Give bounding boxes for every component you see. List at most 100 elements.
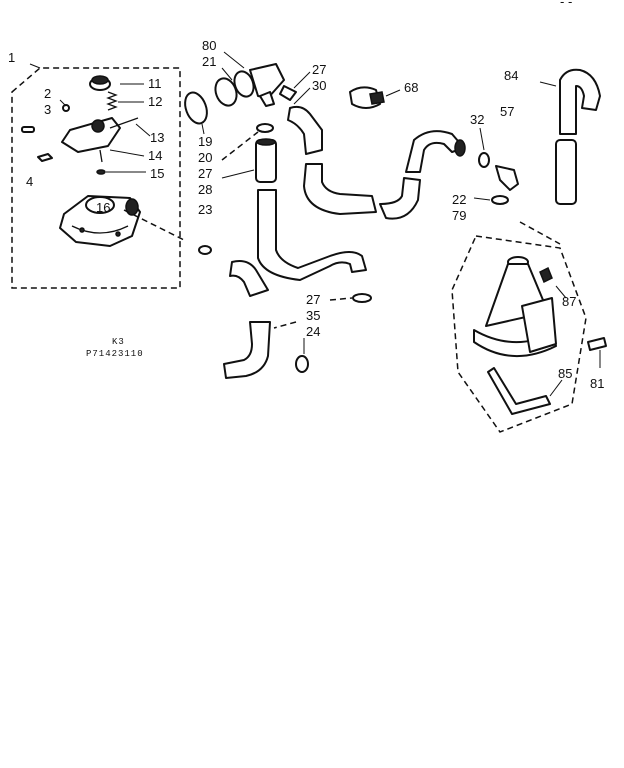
tub-assembly-box (451, 235, 587, 433)
leader-14 (109, 149, 145, 157)
pump-assembly-group (11, 63, 185, 289)
pulley-top (91, 75, 109, 85)
clutch-shaft (99, 149, 103, 163)
label-85: 85 (558, 366, 572, 381)
spring-part (106, 91, 118, 111)
label-4: 4 (26, 174, 33, 189)
label-22: 22 (452, 192, 466, 207)
label-84: 84 (504, 68, 518, 83)
legend-line-1: K3 (112, 337, 125, 347)
pump-outlet (125, 198, 139, 216)
clamp-68-screw (369, 91, 385, 105)
label-35: 35 (306, 308, 320, 323)
clamp-24 (295, 355, 309, 373)
leader-27-top (293, 71, 311, 89)
label-12: 12 (148, 94, 162, 109)
leader-20 (221, 131, 259, 161)
label-16: 16 (96, 200, 110, 215)
clamp-27 (352, 293, 372, 303)
corner-text: - - (560, 0, 572, 9)
coupling-19 (184, 91, 208, 125)
pump-inlet (85, 196, 115, 214)
leader-27-mid (329, 297, 353, 301)
hose-32-end (454, 139, 466, 157)
washer-part (62, 104, 70, 112)
label-1: 1 (8, 50, 15, 65)
right-hoses-group (379, 127, 519, 220)
label-30: 30 (312, 78, 326, 93)
connector-80 (249, 63, 285, 99)
lever-part (109, 117, 139, 129)
leader-87 (555, 285, 567, 299)
label-87: 87 (562, 294, 576, 309)
leader-tub (519, 221, 561, 245)
pump-rib (71, 225, 129, 234)
leader-1 (29, 63, 41, 69)
clip-part (37, 153, 53, 162)
hose-30 (287, 105, 323, 155)
hose-84-group (539, 68, 601, 205)
hose-28-end (256, 138, 276, 146)
hose-57 (555, 139, 577, 205)
hose-s (303, 163, 377, 215)
clutch-part (61, 117, 121, 153)
leader-32 (479, 127, 485, 151)
legend-line-2: P71423110 (86, 349, 144, 359)
bracket-part (521, 297, 557, 353)
leader-28 (221, 169, 255, 179)
clutch-hub (91, 119, 105, 133)
leader-19 (201, 123, 205, 135)
hose-27 (257, 189, 367, 281)
label-80: 80 (202, 38, 216, 53)
leader-2 (59, 99, 67, 107)
clamp-23 (198, 245, 212, 255)
center-hoses-group (184, 51, 377, 379)
clip-87 (539, 266, 553, 284)
label-68: 68 (404, 80, 418, 95)
leader-35 (273, 321, 297, 329)
leader-16 (123, 209, 185, 241)
pump-assembly-box (11, 67, 181, 289)
hose-84 (559, 68, 601, 135)
pump-bolt (115, 231, 121, 237)
label-24: 24 (306, 324, 320, 339)
label-27a: 27 (198, 166, 212, 181)
leader-13 (135, 123, 151, 137)
tub-assembly-group (451, 221, 607, 433)
connector-stub (259, 91, 275, 107)
hose-lower (379, 177, 421, 220)
leader-30 (293, 87, 311, 105)
label-14: 14 (148, 148, 162, 163)
leader-22 (473, 197, 491, 201)
leader-68 (385, 89, 401, 97)
label-15: 15 (150, 166, 164, 181)
label-27b: 27 (312, 62, 326, 77)
leader-85 (549, 379, 563, 397)
label-20: 20 (198, 150, 212, 165)
label-81: 81 (590, 376, 604, 391)
label-3: 3 (44, 102, 51, 117)
leader-21 (221, 67, 233, 81)
leader-80 (223, 51, 245, 69)
seal-part (96, 169, 106, 175)
clamp-68-group (349, 86, 401, 109)
label-13: 13 (150, 130, 164, 145)
label-21: 21 (202, 54, 216, 69)
tee-27 (279, 85, 297, 101)
hose-24 (223, 321, 271, 379)
label-2: 2 (44, 86, 51, 101)
label-28: 28 (198, 182, 212, 197)
label-19: 19 (198, 134, 212, 149)
pin-part (21, 126, 35, 133)
pin-81 (587, 337, 607, 351)
hose-28 (255, 139, 277, 183)
clamp-22 (491, 195, 509, 205)
clamp-32 (478, 152, 490, 168)
hose-32 (405, 130, 465, 173)
tube-85 (487, 367, 551, 415)
label-57: 57 (500, 104, 514, 119)
label-11: 11 (148, 76, 162, 91)
label-79: 79 (452, 208, 466, 223)
leader-84 (539, 81, 557, 87)
